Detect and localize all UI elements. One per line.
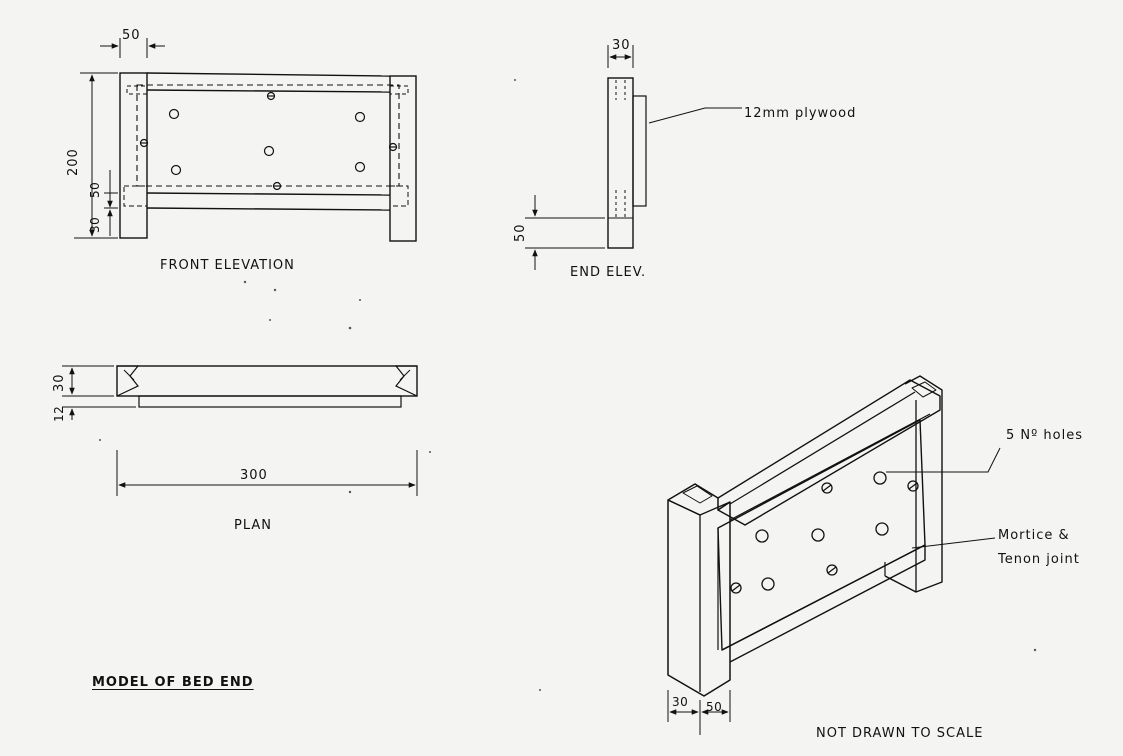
front-elevation-view — [74, 38, 417, 242]
iso-right-post — [884, 375, 943, 593]
front-right-post — [389, 75, 417, 242]
plan-view — [62, 365, 418, 496]
dim-front-base: 30 — [88, 216, 102, 233]
label-front-elevation: FRONT ELEVATION — [160, 258, 295, 273]
dim-end-base: 50 — [513, 223, 528, 242]
label-plywood: 12mm plywood — [744, 106, 857, 121]
label-not-to-scale: NOT DRAWN TO SCALE — [816, 726, 984, 741]
iso-plywood-panel — [717, 419, 926, 651]
dim-front-top-width: 50 — [122, 28, 141, 43]
dim-front-height: 200 — [66, 148, 81, 176]
paper-specks — [99, 79, 1037, 691]
label-holes: 5 Nº holes — [1006, 428, 1083, 443]
isometric-view — [667, 375, 1001, 735]
iso-top-rail — [717, 379, 941, 526]
end-post — [607, 77, 634, 249]
dim-iso-depth: 30 — [672, 695, 689, 709]
end-plywood — [632, 95, 647, 207]
front-plywood-hidden — [136, 84, 400, 187]
dim-end-width: 30 — [612, 38, 631, 53]
plan-plywood-edge — [138, 395, 402, 408]
label-plan: PLAN — [234, 518, 272, 533]
dim-plan-depth: 30 — [52, 373, 67, 392]
dim-plan-length: 300 — [240, 468, 268, 483]
front-left-post — [119, 72, 148, 239]
iso-bottom-rail — [721, 544, 926, 663]
plan-outline — [116, 365, 418, 397]
dim-front-rail: 50 — [88, 181, 102, 198]
label-joint-line2: Tenon joint — [998, 552, 1080, 567]
dim-plan-ply: 12 — [52, 405, 66, 422]
iso-holes — [730, 471, 919, 594]
front-holes — [139, 91, 398, 191]
label-end-elevation: END ELEV. — [570, 265, 647, 280]
label-joint-line1: Mortice & — [998, 528, 1070, 543]
dim-iso-width: 50 — [706, 700, 723, 714]
end-elevation-view — [525, 45, 742, 270]
drawing-title: MODEL OF BED END — [92, 675, 254, 690]
